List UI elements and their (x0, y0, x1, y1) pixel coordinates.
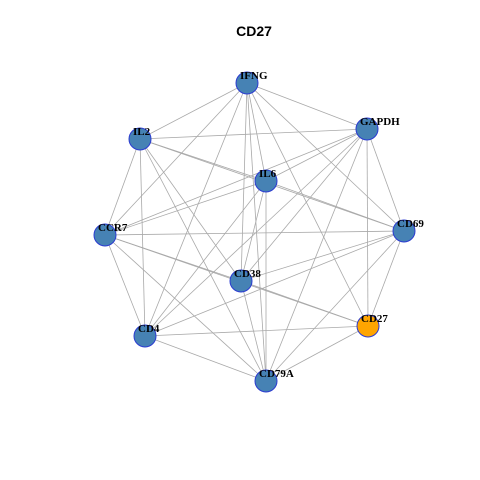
edge-il6-cd4 (144, 180, 267, 337)
edge-il6-ccr7 (104, 180, 267, 236)
node-circle-ccr7 (93, 223, 117, 247)
edge-ccr7-cd4 (104, 234, 146, 337)
node-ifng: IFNG (235, 70, 268, 95)
edge-ifng-ccr7 (104, 82, 248, 236)
node-circle-gapdh (355, 117, 379, 141)
edge-cd4-cd27 (144, 325, 369, 337)
node-circle-il6 (254, 169, 278, 193)
edge-ifng-cd4 (144, 82, 248, 337)
node-label-ccr7: CCR7 (98, 222, 128, 234)
edge-ifng-il2 (139, 82, 248, 140)
edge-gapdh-ccr7 (104, 128, 368, 236)
edge-il6-cd69 (265, 180, 405, 232)
node-ccr7: CCR7 (93, 222, 128, 247)
node-label-cd38: CD38 (234, 268, 261, 280)
node-il6: IL6 (254, 168, 278, 193)
node-label-cd69: CD69 (397, 218, 424, 230)
edge-cd4-cd79a (144, 335, 267, 382)
edge-ifng-cd69 (246, 82, 405, 232)
node-circle-cd27 (356, 314, 380, 338)
node-cd38: CD38 (229, 268, 261, 293)
node-label-cd79a: CD79A (259, 368, 294, 380)
edge-ifng-cd27 (246, 82, 369, 327)
edge-cd69-cd38 (240, 230, 405, 282)
node-label-ifng: IFNG (240, 70, 268, 82)
edge-gapdh-cd79a (265, 128, 368, 382)
edge-il2-ccr7 (104, 138, 141, 236)
edge-cd69-cd79a (265, 230, 405, 382)
node-cd69: CD69 (392, 218, 424, 243)
edge-il2-cd79a (139, 138, 267, 382)
edge-gapdh-cd27 (366, 128, 369, 327)
edge-gapdh-cd4 (144, 128, 368, 337)
node-cd79a: CD79A (254, 368, 294, 393)
node-label-cd27: CD27 (361, 313, 388, 325)
node-cd4: CD4 (133, 323, 160, 348)
node-label-il6: IL6 (259, 168, 277, 180)
edge-ccr7-cd69 (104, 230, 405, 236)
node-circle-il2 (128, 127, 152, 151)
edge-ifng-cd38 (240, 82, 248, 282)
node-circle-cd69 (392, 219, 416, 243)
edge-gapdh-cd38 (240, 128, 368, 282)
node-gapdh: GAPDH (355, 116, 400, 141)
node-label-il2: IL2 (133, 126, 151, 138)
edge-il6-cd38 (240, 180, 267, 282)
edge-gapdh-il6 (265, 128, 368, 182)
edge-il2-cd4 (139, 138, 146, 337)
node-circle-ifng (235, 71, 259, 95)
node-label-gapdh: GAPDH (360, 116, 400, 128)
edge-ifng-il6 (246, 82, 267, 182)
edge-il2-cd38 (139, 138, 242, 282)
edge-cd69-cd4 (144, 230, 405, 337)
graph-title: CD27 (236, 23, 272, 39)
edge-cd69-cd27 (367, 230, 405, 327)
node-label-cd4: CD4 (138, 323, 160, 335)
edge-cd27-cd79a (265, 325, 369, 382)
edge-cd38-cd27 (240, 280, 369, 327)
node-il2: IL2 (128, 126, 152, 151)
edge-ifng-gapdh (246, 82, 368, 130)
edge-layer (104, 82, 405, 382)
node-circle-cd4 (133, 324, 157, 348)
node-circle-cd38 (229, 269, 253, 293)
node-cd27: CD27 (356, 313, 388, 338)
node-circle-cd79a (254, 369, 278, 393)
edge-ccr7-cd79a (104, 234, 267, 382)
edge-gapdh-cd69 (366, 128, 405, 232)
edge-gapdh-il2 (139, 128, 368, 140)
